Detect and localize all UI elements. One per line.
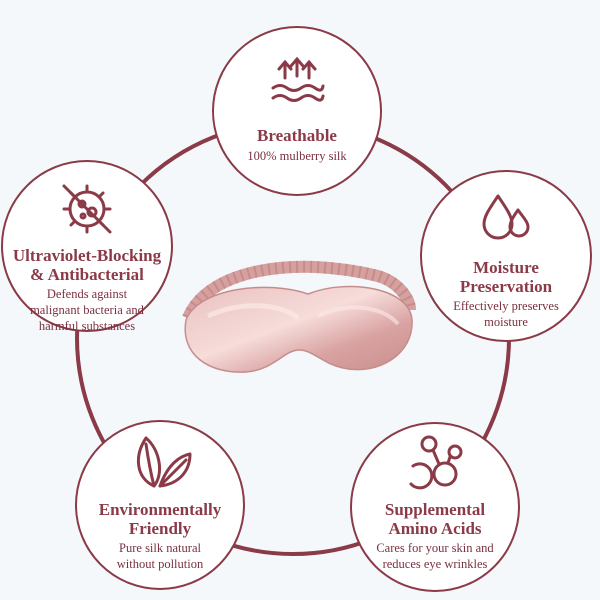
feature-description: 100% mulberry silk [247,149,347,163]
feature-title: Ultraviolet-Blocking & Antibacterial [12,246,162,284]
feature-description: Pure silk natural without pollution [116,541,204,571]
feature-title: Breathable [257,126,337,145]
leaves-icon [137,436,192,488]
feature-amino-acids: Supplemental Amino Acids Cares for your … [350,422,520,592]
feature-environmentally-friendly: Environmentally Friendly Pure silk natur… [75,420,245,590]
water-drops-icon [482,194,530,240]
heat-waves-arrows-icon [271,56,325,102]
feature-description: Defends against malignant bacteria and h… [30,287,144,333]
silk-sleep-mask-image [182,260,416,373]
feature-title: Moisture Preservation [459,258,553,296]
molecule-icon [409,435,463,490]
feature-uv-antibacterial: Ultraviolet-Blocking & Antibacterial Def… [1,160,173,333]
feature-moisture-preservation: Moisture Preservation Effectively preser… [420,170,592,342]
feature-breathable: Breathable 100% mulberry silk [212,26,382,196]
feature-title: Supplemental Amino Acids [384,500,486,538]
feature-description: Effectively preserves moisture [453,299,559,329]
feature-description: Cares for your skin and reduces eye wrin… [376,541,494,571]
no-bacteria-icon [62,184,112,234]
feature-title: Environmentally Friendly [98,500,222,538]
